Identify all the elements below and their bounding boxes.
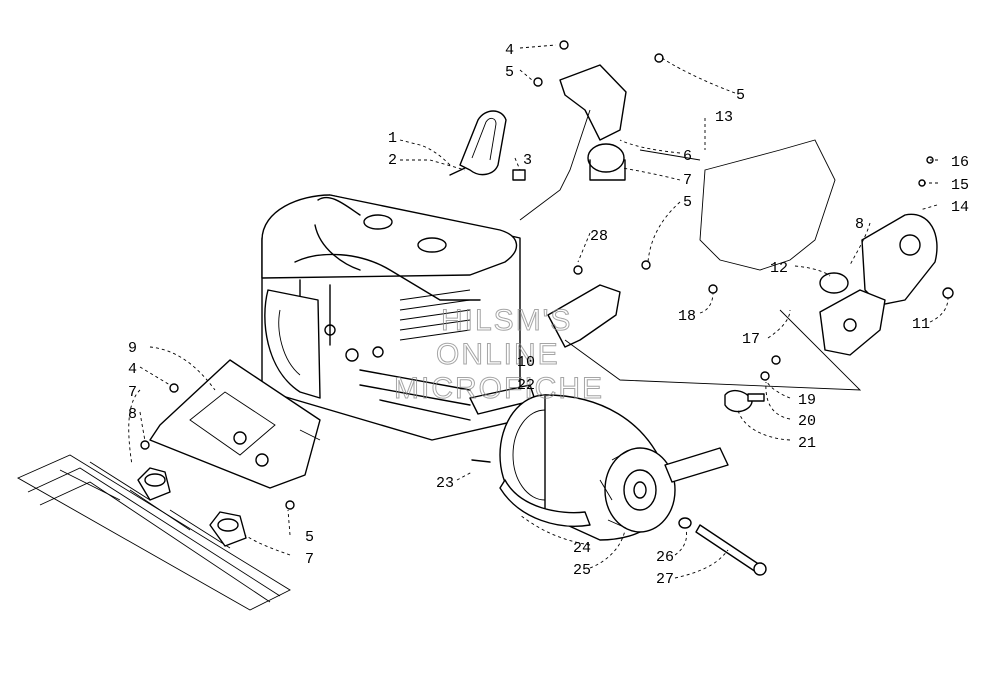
callout-10: 10 xyxy=(517,354,535,371)
engine xyxy=(261,194,536,441)
starter-handle xyxy=(449,110,526,181)
callout-21: 21 xyxy=(798,435,816,452)
upper-bracket xyxy=(533,40,664,181)
callout-7: 7 xyxy=(128,384,137,401)
middle-bracket xyxy=(547,260,651,348)
callout-11: 11 xyxy=(912,316,930,333)
callout-28: 28 xyxy=(590,228,608,245)
guard-outline xyxy=(639,139,836,294)
callout-1: 1 xyxy=(388,130,397,147)
callout-5: 5 xyxy=(683,194,692,211)
callout-22: 22 xyxy=(517,377,535,394)
callout-8: 8 xyxy=(855,216,864,233)
motor-mounts xyxy=(137,440,247,547)
callout-15: 15 xyxy=(951,177,969,194)
knob-hardware xyxy=(724,355,781,413)
callout-2: 2 xyxy=(388,152,397,169)
callout-numbers: 1 2 3 4 5 5 13 6 7 16 15 14 8 5 28 12 18… xyxy=(128,42,969,588)
callout-4: 4 xyxy=(128,361,137,378)
callout-5: 5 xyxy=(305,529,314,546)
callout-13: 13 xyxy=(715,109,733,126)
right-bracket xyxy=(819,156,954,356)
callout-26: 26 xyxy=(656,549,674,566)
callout-5: 5 xyxy=(505,64,514,81)
frame-rail xyxy=(17,454,291,611)
callout-14: 14 xyxy=(951,199,969,216)
watermark: HILSM'S ONLINE MICROFICHE xyxy=(394,304,604,406)
callout-24: 24 xyxy=(573,540,591,557)
callout-4: 4 xyxy=(505,42,514,59)
callout-8: 8 xyxy=(128,406,137,423)
engine-plate xyxy=(149,359,321,510)
callout-18: 18 xyxy=(678,308,696,325)
callout-23: 23 xyxy=(436,475,454,492)
callout-19: 19 xyxy=(798,392,816,409)
callout-7: 7 xyxy=(683,172,692,189)
callout-9: 9 xyxy=(128,340,137,357)
callout-3: 3 xyxy=(523,152,532,169)
callout-27: 27 xyxy=(656,571,674,588)
leader-lines xyxy=(128,44,949,579)
watermark-line-1: HILSM'S xyxy=(441,304,572,337)
callout-16: 16 xyxy=(951,154,969,171)
callout-12: 12 xyxy=(770,260,788,277)
callout-17: 17 xyxy=(742,331,760,348)
watermark-line-3: MICROFICHE xyxy=(394,372,604,405)
callout-5: 5 xyxy=(736,87,745,104)
callout-20: 20 xyxy=(798,413,816,430)
callout-6: 6 xyxy=(683,148,692,165)
watermark-line-2: ONLINE xyxy=(436,338,560,371)
callout-25: 25 xyxy=(573,562,591,579)
callout-7: 7 xyxy=(305,551,314,568)
drive-clutch xyxy=(471,394,767,576)
